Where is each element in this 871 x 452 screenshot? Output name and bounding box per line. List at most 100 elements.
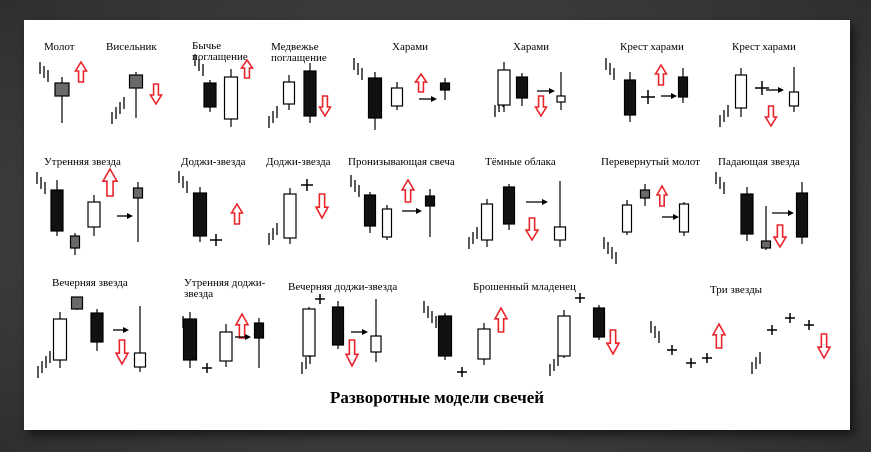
white-candle bbox=[223, 76, 239, 120]
black-candle bbox=[303, 70, 317, 117]
up-arrow-icon bbox=[655, 184, 669, 207]
black-candle bbox=[677, 76, 689, 98]
black-candle bbox=[182, 318, 198, 361]
white-candle bbox=[788, 91, 800, 107]
grey-candle bbox=[128, 74, 144, 89]
label-doji-star-bearish: Доджи-звезда bbox=[266, 156, 331, 168]
black-candle bbox=[424, 195, 436, 207]
up-arrow-icon bbox=[711, 322, 727, 349]
white-candle bbox=[556, 95, 566, 103]
black-candle bbox=[623, 79, 637, 116]
black-candle bbox=[363, 194, 377, 227]
white-candle bbox=[52, 318, 68, 361]
white-candle bbox=[370, 335, 382, 353]
down-arrow-icon bbox=[772, 224, 788, 249]
label-harami-cross-bullish: Крест харами bbox=[620, 41, 684, 53]
black-candle bbox=[50, 189, 64, 232]
grey-candle bbox=[639, 189, 651, 199]
label-doji-star-bullish: Доджи-звезда bbox=[181, 156, 246, 168]
right-arrow-icon bbox=[362, 329, 368, 335]
label-inverted-hammer: Перевернутый молот bbox=[601, 156, 700, 168]
up-arrow-icon bbox=[654, 63, 668, 86]
down-arrow-icon bbox=[524, 217, 540, 242]
black-candle bbox=[367, 77, 383, 119]
white-candle bbox=[553, 226, 567, 241]
black-candle bbox=[515, 76, 529, 99]
label-harami-bullish: Харами bbox=[392, 41, 429, 53]
white-candle bbox=[734, 74, 748, 109]
down-arrow-icon bbox=[149, 83, 163, 106]
label-bearish-engulfing: Медвежье поглащение bbox=[271, 41, 327, 64]
label-dark-cloud: Тёмные облака bbox=[485, 156, 556, 168]
down-arrow-icon bbox=[344, 339, 360, 368]
white-candle bbox=[678, 203, 690, 233]
black-candle bbox=[437, 315, 453, 357]
black-candle bbox=[740, 193, 754, 235]
label-piercing-line: Пронизывающая свеча bbox=[348, 156, 455, 168]
label-harami-bearish: Харами bbox=[513, 41, 550, 53]
up-arrow-icon bbox=[101, 167, 119, 197]
black-candle bbox=[502, 186, 516, 225]
down-arrow-icon bbox=[114, 339, 130, 366]
grey-candle bbox=[70, 296, 84, 310]
white-candle bbox=[497, 69, 511, 106]
right-arrow-icon bbox=[788, 210, 794, 216]
white-candle bbox=[390, 87, 404, 107]
black-candle bbox=[90, 312, 104, 343]
down-arrow-icon bbox=[605, 329, 621, 356]
up-arrow-icon bbox=[413, 72, 429, 93]
down-arrow-icon bbox=[764, 105, 778, 128]
down-arrow-icon bbox=[534, 95, 548, 118]
right-arrow-icon bbox=[673, 214, 679, 220]
black-candle bbox=[795, 192, 809, 238]
up-arrow-icon bbox=[234, 312, 250, 339]
black-candle bbox=[439, 82, 451, 91]
down-arrow-icon bbox=[314, 193, 330, 220]
white-candle bbox=[557, 315, 571, 357]
label-hanging-man: Висельник bbox=[106, 41, 157, 53]
black-candle bbox=[253, 322, 265, 339]
right-arrow-icon bbox=[549, 88, 555, 94]
grey-candle bbox=[760, 240, 772, 249]
white-candle bbox=[283, 193, 297, 239]
label-morning-star: Утренняя звезда bbox=[44, 156, 121, 168]
right-arrow-icon bbox=[431, 96, 437, 102]
up-arrow-icon bbox=[230, 202, 244, 225]
white-candle bbox=[87, 201, 101, 228]
right-arrow-icon bbox=[127, 213, 133, 219]
diagram-sheet: Молот Висельник Бычье поглащение Медвежь… bbox=[24, 20, 850, 430]
up-arrow-icon bbox=[493, 306, 509, 333]
label-morning-doji-star: Утренняя доджи-звезда bbox=[184, 277, 266, 300]
right-arrow-icon bbox=[123, 327, 129, 333]
white-candle bbox=[480, 203, 494, 241]
label-hammer: Молот bbox=[44, 41, 75, 53]
right-arrow-icon bbox=[671, 93, 677, 99]
right-arrow-icon bbox=[416, 208, 422, 214]
black-candle bbox=[203, 82, 217, 108]
grey-candle bbox=[132, 187, 144, 199]
white-candle bbox=[282, 81, 296, 105]
right-arrow-icon bbox=[778, 87, 784, 93]
up-arrow-icon bbox=[400, 178, 416, 203]
grey-candle bbox=[69, 235, 81, 249]
black-candle bbox=[192, 192, 208, 237]
black-candle bbox=[331, 306, 345, 346]
white-candle bbox=[381, 208, 393, 238]
white-candle bbox=[219, 331, 233, 362]
down-arrow-icon bbox=[816, 333, 832, 360]
up-arrow-icon bbox=[74, 60, 88, 83]
right-arrow-icon bbox=[542, 199, 548, 205]
label-shooting-star: Падающая звезда bbox=[718, 156, 800, 168]
up-arrow-icon bbox=[239, 58, 255, 79]
candlestick-patterns bbox=[36, 54, 832, 378]
down-arrow-icon bbox=[318, 95, 332, 118]
grey-candle bbox=[54, 82, 70, 97]
white-candle bbox=[133, 352, 147, 368]
label-evening-star: Вечерняя звезда bbox=[52, 277, 128, 289]
label-harami-cross-bearish: Крест харами bbox=[732, 41, 796, 53]
white-candle bbox=[621, 204, 633, 233]
diagram-title: Разворотные модели свечей bbox=[329, 388, 545, 407]
label-three-stars: Три звезды bbox=[710, 284, 763, 296]
label-bullish-engulfing: Бычье поглащение bbox=[192, 40, 248, 63]
